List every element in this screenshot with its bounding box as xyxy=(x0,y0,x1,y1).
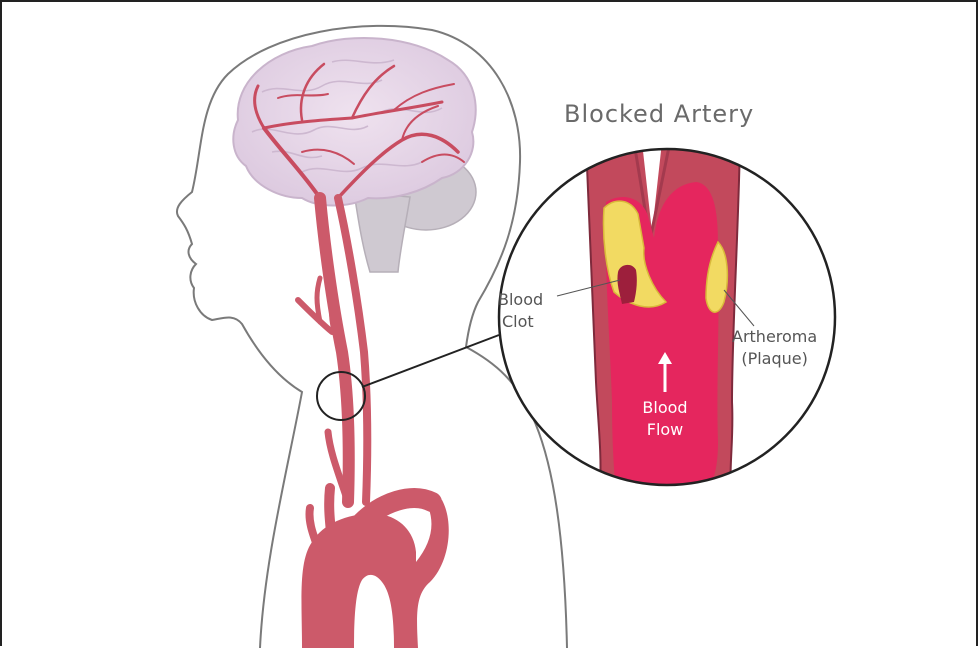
artheroma-label-line-2: (Plaque) xyxy=(732,348,817,370)
blood-clot-label-line-1: Blood xyxy=(498,289,543,311)
blood-clot-label: Blood Clot xyxy=(498,289,543,333)
artheroma-label: Artheroma (Plaque) xyxy=(732,326,817,370)
diagram-title: Blocked Artery xyxy=(564,100,754,128)
blood-clot-label-line-2: Clot xyxy=(498,311,543,333)
blood-flow-label-line-1: Blood xyxy=(630,397,700,419)
blood-flow-label-line-2: Flow xyxy=(630,419,700,441)
blood-flow-label: Blood Flow xyxy=(630,397,700,441)
artheroma-label-line-1: Artheroma xyxy=(732,326,817,348)
